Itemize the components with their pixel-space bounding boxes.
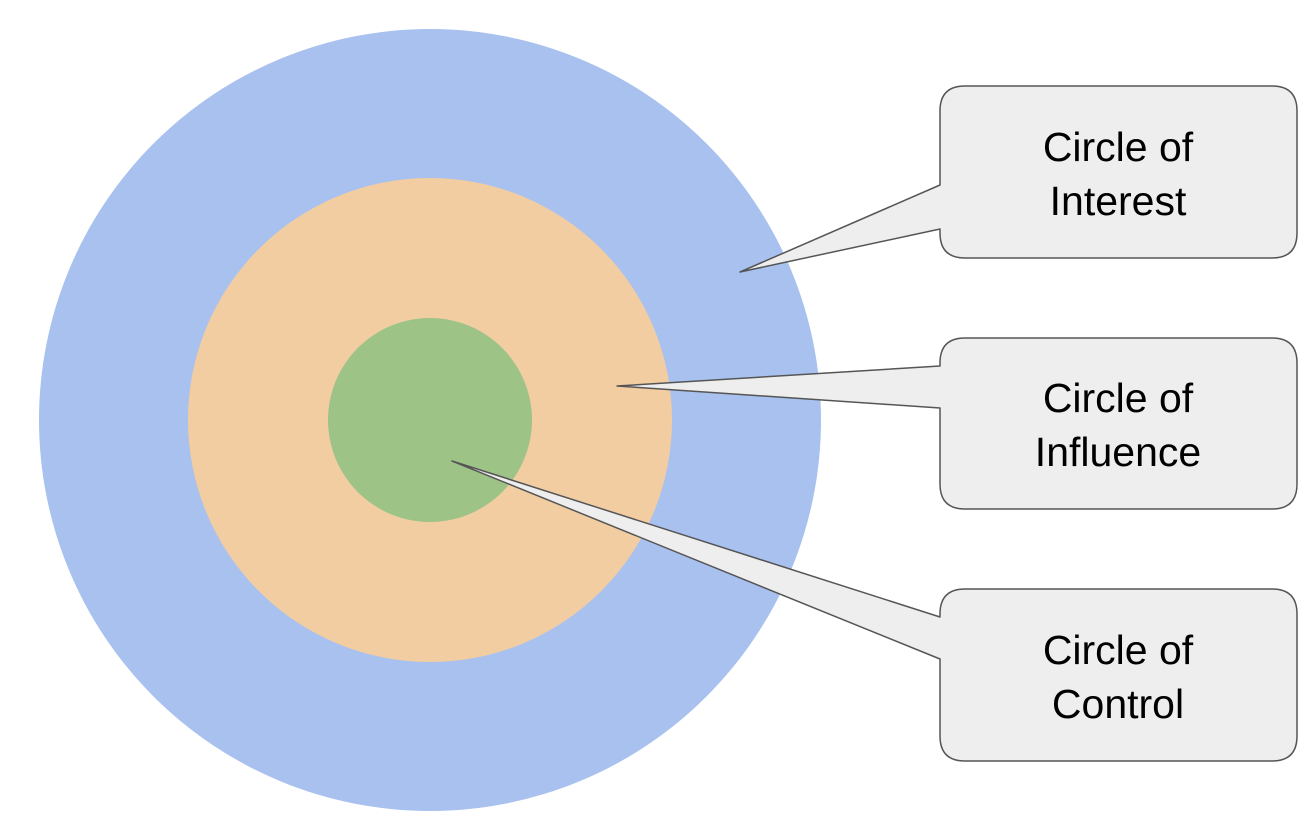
callout-control-bubble bbox=[451, 460, 1298, 762]
callout-interest-line2: Interest bbox=[1050, 178, 1187, 224]
callout-interest: Circle of Interest bbox=[739, 85, 1298, 273]
callout-influence-line2: Influence bbox=[1035, 429, 1201, 475]
callout-control-line2: Control bbox=[1052, 681, 1184, 727]
callout-influence: Circle of Influence bbox=[616, 337, 1298, 510]
callout-control: Circle of Control bbox=[451, 460, 1298, 762]
callout-interest-bubble bbox=[739, 85, 1298, 273]
callout-interest-line1: Circle of bbox=[1043, 124, 1194, 170]
callout-control-line1: Circle of bbox=[1043, 627, 1194, 673]
circle-of-control-shape bbox=[328, 318, 532, 522]
callout-influence-line1: Circle of bbox=[1043, 375, 1194, 421]
callout-influence-bubble bbox=[616, 337, 1298, 510]
